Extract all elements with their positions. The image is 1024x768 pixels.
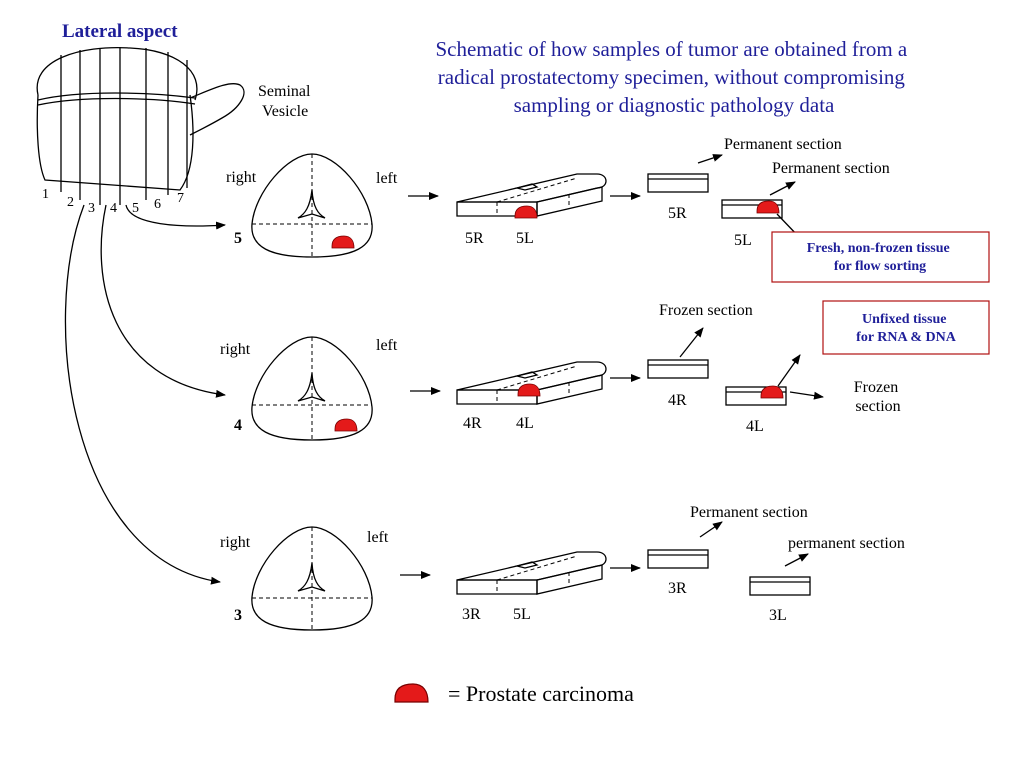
block-label-right: 5R bbox=[465, 230, 484, 247]
block-label-left: 5L bbox=[513, 606, 531, 623]
annotation-frozen-section-1: Frozen section bbox=[659, 302, 753, 319]
row-4: right left 4 4R 4L 4R 4L Frozen section … bbox=[220, 302, 902, 441]
left-label: left bbox=[376, 337, 398, 354]
left-label: left bbox=[376, 170, 398, 187]
slice-number-6: 6 bbox=[154, 197, 161, 212]
legend: = Prostate carcinoma bbox=[394, 681, 634, 706]
slice-number-2: 2 bbox=[67, 195, 74, 210]
slice-number-7: 7 bbox=[177, 191, 184, 206]
right-label: right bbox=[220, 534, 251, 551]
slice-number-5: 5 bbox=[132, 201, 139, 216]
annotation-permanent-section-1: Permanent section bbox=[690, 504, 808, 521]
slice-number-1: 1 bbox=[42, 187, 49, 202]
row-number: 3 bbox=[234, 607, 242, 624]
right-label: right bbox=[226, 169, 257, 186]
row-number: 4 bbox=[234, 417, 242, 434]
row-5: right left 5 5R 5L 5R 5L Permanent secti… bbox=[226, 136, 890, 258]
slice-number-3: 3 bbox=[88, 201, 95, 216]
block-label-right: 3R bbox=[462, 606, 481, 623]
slice-arrows bbox=[64, 204, 226, 585]
svg-text:Unfixed tissue for RNA &: Unfixed tissue for RNA & DNA bbox=[856, 312, 957, 345]
annotation-frozen-section-2: Frozen section bbox=[854, 379, 902, 415]
piece-label-left: 5L bbox=[734, 232, 752, 249]
piece-label-left: 4L bbox=[746, 418, 764, 435]
block-label-right: 4R bbox=[463, 415, 482, 432]
piece-label-right: 5R bbox=[668, 205, 687, 222]
left-label: left bbox=[367, 529, 389, 546]
annotation-permanent-section-2: permanent section bbox=[788, 535, 905, 552]
piece-label-right: 4R bbox=[668, 392, 687, 409]
row-number: 5 bbox=[234, 230, 242, 247]
piece-label-left: 3L bbox=[769, 607, 787, 624]
tumor-legend-swatch bbox=[394, 683, 429, 703]
slice-numbers: 1 2 3 4 5 6 7 bbox=[42, 187, 184, 216]
schematic-title: Schematic of how samples of tumor are ob… bbox=[435, 37, 912, 117]
right-label: right bbox=[220, 341, 251, 358]
svg-text:Fresh, non-frozen tissue: Fresh, non-frozen tissue for flow sortin… bbox=[807, 241, 953, 274]
block-label-left: 4L bbox=[516, 415, 534, 432]
block-label-left: 5L bbox=[516, 230, 534, 247]
row-3: right left 3 3R 5L 3R 3L Permanent secti… bbox=[220, 504, 905, 631]
slice-number-4: 4 bbox=[110, 201, 117, 216]
piece-label-right: 3R bbox=[668, 580, 687, 597]
annotation-permanent-section-2: Permanent section bbox=[772, 160, 890, 177]
callout-fresh-tissue: Fresh, non-frozen tissue for flow sortin… bbox=[771, 231, 990, 283]
callout-unfixed-tissue: Unfixed tissue for RNA & DNA bbox=[822, 300, 990, 355]
lateral-prostate-drawing bbox=[36, 46, 245, 205]
legend-text: = Prostate carcinoma bbox=[448, 681, 634, 706]
annotation-permanent-section-1: Permanent section bbox=[724, 136, 842, 153]
seminal-vesicle-label: Seminal Vesicle bbox=[258, 83, 314, 120]
lateral-aspect-title: Lateral aspect bbox=[62, 21, 178, 42]
